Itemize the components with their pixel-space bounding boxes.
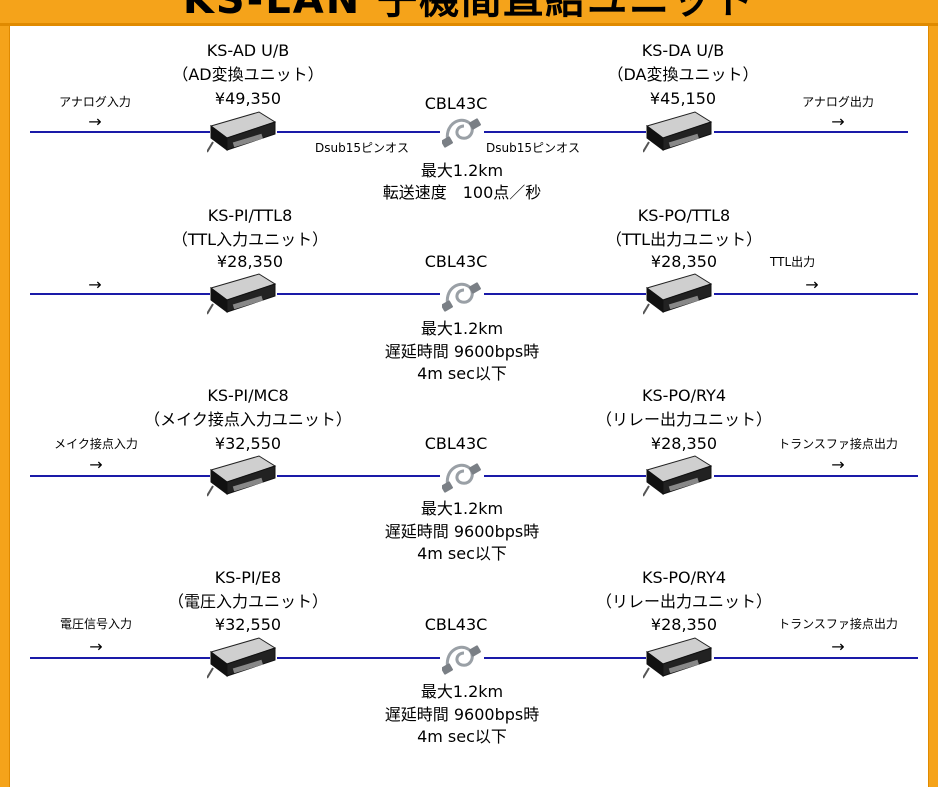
title-bar: KS-LAN 子機間直結ユニット xyxy=(0,0,938,26)
cable-icon xyxy=(441,112,482,152)
signal-line-cable-right xyxy=(484,475,646,477)
frame-right-border xyxy=(929,0,938,787)
right-unit-model: KS-PO/RY4 xyxy=(641,386,727,405)
left-unit-model: KS-PI/E8 xyxy=(214,568,282,587)
input-label: 電圧信号入力 xyxy=(59,617,133,631)
input-label: アナログ入力 xyxy=(59,95,131,109)
signal-line-cable-left xyxy=(277,293,440,295)
relay-output-unit-device-icon xyxy=(642,452,713,498)
cable-icon xyxy=(441,639,482,679)
page-title: KS-LAN 子機間直結ユニット xyxy=(182,0,756,23)
left-unit-desc: （AD変換ユニット） xyxy=(172,65,324,84)
signal-line-cable-left xyxy=(277,657,440,659)
right-unit-price: ¥45,150 xyxy=(649,89,717,108)
cable-note: 最大1.2km xyxy=(420,161,504,180)
voltage-input-unit-device-icon xyxy=(206,634,277,680)
output-label: トランスファ接点出力 xyxy=(778,617,898,631)
ttl-input-unit-device-icon xyxy=(206,270,277,316)
left-unit-desc: （メイク接点入力ユニット） xyxy=(144,410,352,429)
left-unit-price: ¥49,350 xyxy=(214,89,282,108)
signal-line-out xyxy=(714,475,918,477)
right-unit-desc: （DA変換ユニット） xyxy=(607,65,759,84)
output-label: トランスファ接点出力 xyxy=(778,437,898,451)
signal-line-in xyxy=(30,131,210,133)
signal-line-out xyxy=(714,657,918,659)
input-label: メイク接点入力 xyxy=(54,437,138,451)
input-arrow: → xyxy=(89,455,103,474)
cable-icon xyxy=(441,276,482,316)
cable-note: 4m sec以下 xyxy=(417,544,507,563)
output-label: TTL出力 xyxy=(770,255,816,269)
frame-right-inner-border xyxy=(928,26,929,787)
da-unit-device-icon xyxy=(642,108,713,154)
right-unit-price: ¥28,350 xyxy=(650,615,718,634)
signal-line-cable-right xyxy=(484,293,646,295)
left-unit-price: ¥32,550 xyxy=(214,434,282,453)
output-label: アナログ出力 xyxy=(802,95,874,109)
cable-icon xyxy=(441,457,482,497)
left-unit-price: ¥32,550 xyxy=(214,615,282,634)
cable-note: 最大1.2km xyxy=(420,319,504,338)
input-arrow: → xyxy=(89,637,103,656)
cable-note: 遅延時間 9600bps時 xyxy=(384,342,540,361)
cable-note: 4m sec以下 xyxy=(417,364,507,383)
left-unit-model: KS-PI/TTL8 xyxy=(207,206,293,225)
right-unit-price: ¥28,350 xyxy=(650,252,718,271)
input-arrow: → xyxy=(88,112,102,131)
cable-model: CBL43C xyxy=(424,434,488,453)
left-unit-model: KS-PI/MC8 xyxy=(207,386,289,405)
signal-line-in xyxy=(30,475,210,477)
connector-left: Dsub15ピンオス xyxy=(315,141,409,155)
cable-model: CBL43C xyxy=(424,94,488,113)
right-unit-desc: （TTL出力ユニット） xyxy=(605,230,763,249)
left-unit-desc: （電圧入力ユニット） xyxy=(167,592,329,611)
input-arrow: → xyxy=(88,275,102,294)
make-contact-input-unit-device-icon xyxy=(206,452,277,498)
cable-model: CBL43C xyxy=(424,615,488,634)
cable-model: CBL43C xyxy=(424,252,488,271)
left-unit-model: KS-AD U/B xyxy=(206,41,290,60)
output-arrow: → xyxy=(831,455,845,474)
cable-note: 遅延時間 9600bps時 xyxy=(384,522,540,541)
signal-line-in xyxy=(30,657,210,659)
ttl-output-unit-device-icon xyxy=(642,270,713,316)
connector-right: Dsub15ピンオス xyxy=(486,141,580,155)
right-unit-desc: （リレー出力ユニット） xyxy=(595,410,773,429)
ad-unit-device-icon xyxy=(206,108,277,154)
signal-line-in xyxy=(30,293,210,295)
output-arrow: → xyxy=(831,637,845,656)
signal-line-cable-left xyxy=(277,131,440,133)
signal-line-cable-right xyxy=(484,131,646,133)
frame-left-inner-border xyxy=(9,26,10,787)
cable-note: 転送速度 100点／秒 xyxy=(382,183,542,202)
signal-line-cable-right xyxy=(484,657,646,659)
right-unit-model: KS-PO/RY4 xyxy=(641,568,727,587)
cable-note: 4m sec以下 xyxy=(417,727,507,746)
signal-line-cable-left xyxy=(277,475,440,477)
output-arrow: → xyxy=(805,275,819,294)
relay-output-unit-device-icon xyxy=(642,634,713,680)
output-arrow: → xyxy=(831,112,845,131)
left-unit-price: ¥28,350 xyxy=(216,252,284,271)
cable-note: 最大1.2km xyxy=(420,682,504,701)
frame-left-border xyxy=(0,0,9,787)
signal-line-out xyxy=(714,131,908,133)
right-unit-model: KS-DA U/B xyxy=(641,41,725,60)
right-unit-desc: （リレー出力ユニット） xyxy=(595,592,773,611)
right-unit-price: ¥28,350 xyxy=(650,434,718,453)
signal-line-out xyxy=(714,293,918,295)
cable-note: 最大1.2km xyxy=(420,499,504,518)
cable-note: 遅延時間 9600bps時 xyxy=(384,705,540,724)
left-unit-desc: （TTL入力ユニット） xyxy=(171,230,329,249)
right-unit-model: KS-PO/TTL8 xyxy=(637,206,731,225)
